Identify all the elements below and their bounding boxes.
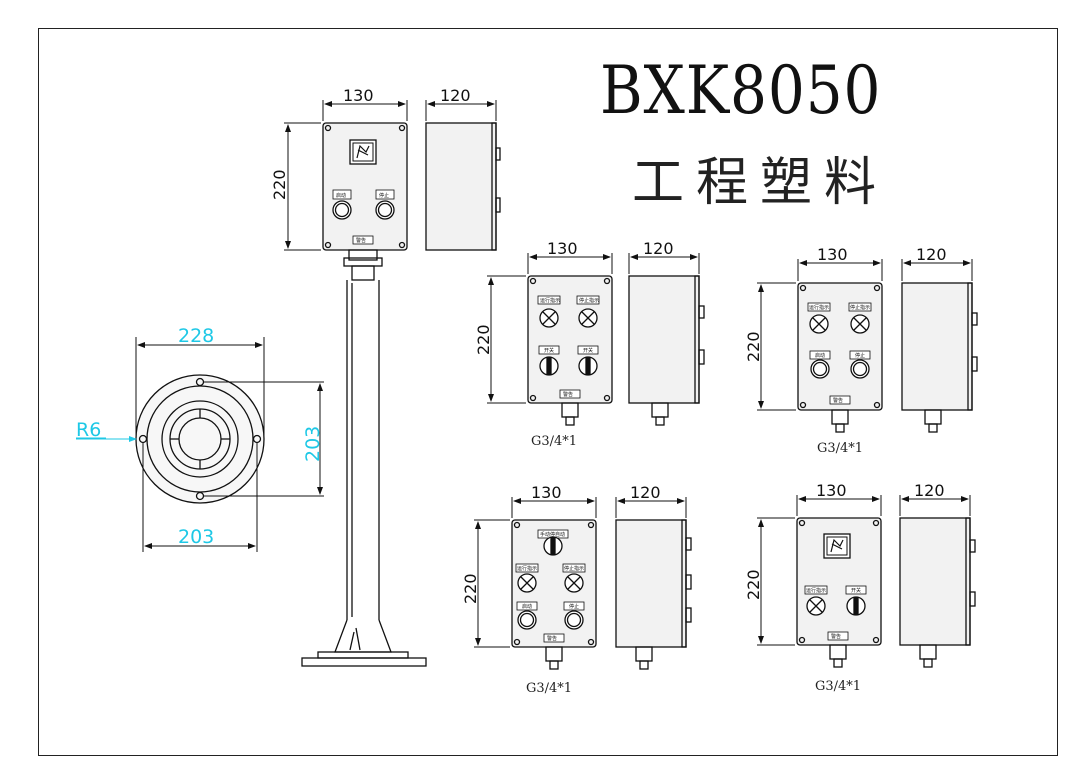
v1-warn-label: 警告 bbox=[563, 391, 573, 398]
v3-depth-dim: 120 bbox=[630, 483, 661, 502]
v4-switch-label: 开关 bbox=[851, 587, 861, 594]
variant-4-side bbox=[899, 517, 976, 668]
v3-start-label: 启动 bbox=[522, 603, 532, 610]
v4-warn-label: 警告 bbox=[831, 633, 841, 640]
v2-run-ind-label: 运行指示 bbox=[809, 304, 829, 311]
drawing-frame bbox=[38, 28, 1058, 756]
material-title: 工程塑料 bbox=[632, 153, 889, 213]
variant-2-dims bbox=[757, 259, 973, 411]
base-hole-vertical-dim: 203 bbox=[302, 426, 324, 462]
variant-1-front bbox=[527, 275, 613, 426]
v3-warn-label: 警告 bbox=[547, 635, 557, 642]
stop-label: 停止 bbox=[379, 192, 389, 199]
model-title: BXK8050 bbox=[600, 52, 882, 129]
main-depth-dim: 120 bbox=[440, 86, 471, 105]
variant-2-side bbox=[901, 282, 978, 433]
v4-run-ind-label: 运行指示 bbox=[806, 587, 826, 594]
variant-1-dims bbox=[487, 253, 700, 404]
v2-thread-label: G3/4*1 bbox=[817, 441, 863, 456]
v1-height-dim: 220 bbox=[474, 324, 493, 355]
v2-stop-ind-label: 停止指示 bbox=[850, 304, 870, 311]
main-enclosure-side bbox=[425, 122, 501, 251]
v2-width-dim: 130 bbox=[817, 245, 848, 264]
warn-label: 警告 bbox=[356, 237, 366, 244]
v1-thread-label: G3/4*1 bbox=[531, 434, 577, 449]
base-dims bbox=[76, 337, 324, 552]
v1-run-ind-label: 运行指示 bbox=[540, 297, 560, 304]
variant-4-front bbox=[796, 517, 882, 668]
base-radius-dim: R6 bbox=[76, 419, 101, 441]
v2-start-label: 启动 bbox=[815, 352, 825, 359]
pole-stand bbox=[301, 249, 427, 667]
v2-stop-label: 停止 bbox=[855, 352, 865, 359]
variant-3-side bbox=[615, 519, 692, 670]
v4-width-dim: 130 bbox=[816, 481, 847, 500]
base-hole-dim: 203 bbox=[178, 526, 214, 548]
v3-thread-label: G3/4*1 bbox=[526, 681, 572, 696]
main-dims bbox=[284, 100, 497, 251]
v2-warn-label: 警告 bbox=[833, 397, 843, 404]
v4-depth-dim: 120 bbox=[914, 481, 945, 500]
v1-switch-label-b: 开关 bbox=[583, 347, 593, 354]
main-width-dim: 130 bbox=[343, 86, 374, 105]
base-outer-dim: 228 bbox=[178, 325, 214, 347]
main-height-dim: 220 bbox=[270, 169, 289, 200]
variant-1-side bbox=[628, 275, 705, 426]
v3-stop-ind-label: 停止指示 bbox=[564, 565, 584, 572]
variant-2-front bbox=[797, 282, 883, 433]
v3-stop-label: 停止 bbox=[569, 603, 579, 610]
v2-depth-dim: 120 bbox=[916, 245, 947, 264]
v4-thread-label: G3/4*1 bbox=[815, 679, 861, 694]
variant-3-front bbox=[511, 519, 597, 670]
v1-switch-label-a: 开关 bbox=[544, 347, 554, 354]
v1-depth-dim: 120 bbox=[643, 239, 674, 258]
v3-width-dim: 130 bbox=[531, 483, 562, 502]
v3-mode-label: 手动停自动 bbox=[540, 531, 565, 538]
base-plate-view bbox=[135, 374, 265, 504]
v4-height-dim: 220 bbox=[744, 569, 763, 600]
start-label: 启动 bbox=[336, 192, 346, 199]
v1-width-dim: 130 bbox=[547, 239, 578, 258]
v1-stop-ind-label: 停止指示 bbox=[579, 297, 599, 304]
v2-height-dim: 220 bbox=[744, 331, 763, 362]
v3-run-ind-label: 运行指示 bbox=[517, 565, 537, 572]
variant-3-dims bbox=[474, 497, 687, 648]
main-enclosure-front bbox=[322, 122, 408, 251]
variant-4-dims bbox=[757, 495, 971, 646]
v3-height-dim: 220 bbox=[461, 573, 480, 604]
